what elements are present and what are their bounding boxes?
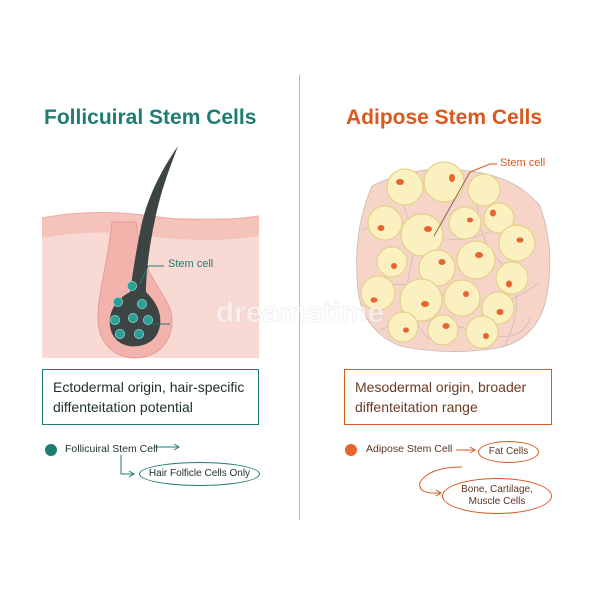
panel-divider — [299, 75, 300, 520]
left-stem-cell-label: Stem cell — [168, 258, 214, 270]
right-arrow-2 — [419, 466, 463, 494]
follicular-description: Ectodermal origin, hair-specific diffent… — [42, 369, 259, 425]
adipose-stem-cells — [370, 174, 524, 339]
follicle-stem-cells — [110, 280, 153, 339]
left-arrow-2 — [120, 455, 133, 475]
adipose-legend-dot — [345, 444, 357, 456]
fat-cells — [360, 161, 536, 349]
adipose-description: Mesodermal origin, broader diffenteitati… — [344, 369, 552, 425]
fat-cells-target: Fat Cells — [478, 441, 539, 463]
hair-follicle-target: Hair Folficle Cells Only — [139, 462, 260, 486]
right-stem-cell-label: Stem cell — [500, 157, 546, 169]
bone-cartilage-muscle-target: Bone, Cartilage, Muscle Cells — [442, 478, 552, 514]
right-callout-line — [469, 163, 497, 173]
follicular-panel-title: Follicuiral Stem Cells — [44, 106, 257, 129]
follicular-legend-dot — [45, 444, 57, 456]
watermark: dreamstime — [216, 296, 384, 329]
hair-shaft — [109, 146, 178, 347]
follicular-legend-label: Follicuiral Stem Cell — [65, 443, 158, 455]
adipose-panel-title: Adipose Stem Cells — [346, 106, 543, 129]
left-callout-line — [139, 265, 164, 285]
adipose-legend-label: Adipose Stem Cell — [366, 443, 453, 455]
